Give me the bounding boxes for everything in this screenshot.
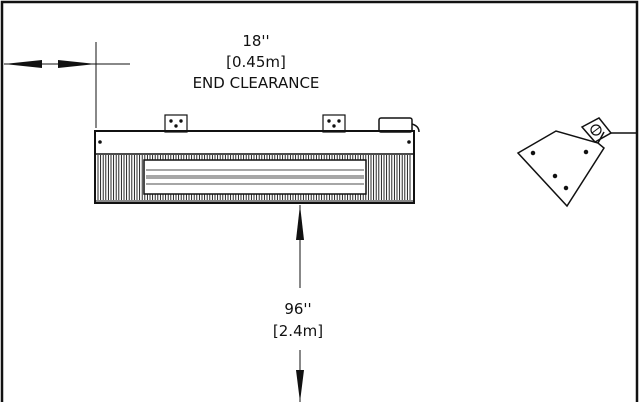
junction-box bbox=[378, 117, 420, 133]
heating-element-lines bbox=[146, 169, 364, 185]
end-clearance-inches: 18'' bbox=[242, 32, 269, 50]
heating-element-window bbox=[143, 159, 367, 195]
heater-side-profile bbox=[516, 130, 605, 208]
end-clearance-meters: [0.45m] bbox=[226, 53, 286, 71]
heater-side-view bbox=[516, 117, 637, 208]
arrowhead-up bbox=[296, 205, 304, 240]
floor-clearance-meters: [2.4m] bbox=[273, 322, 323, 340]
heater-front-view bbox=[94, 114, 420, 204]
floor-clearance-dimension bbox=[296, 205, 304, 402]
end-clearance-dimension bbox=[4, 42, 130, 128]
floor-clearance-inches: 96'' bbox=[284, 300, 311, 318]
arrowhead-down bbox=[296, 370, 304, 402]
heater-body bbox=[94, 130, 415, 204]
mounting-bracket-right bbox=[322, 114, 346, 133]
side-mounting-bracket bbox=[580, 117, 637, 143]
mounting-bracket-left bbox=[164, 114, 188, 133]
arrowhead-left bbox=[4, 60, 42, 68]
end-clearance-label: END CLEARANCE bbox=[193, 74, 320, 92]
arrowhead-right bbox=[58, 60, 96, 68]
